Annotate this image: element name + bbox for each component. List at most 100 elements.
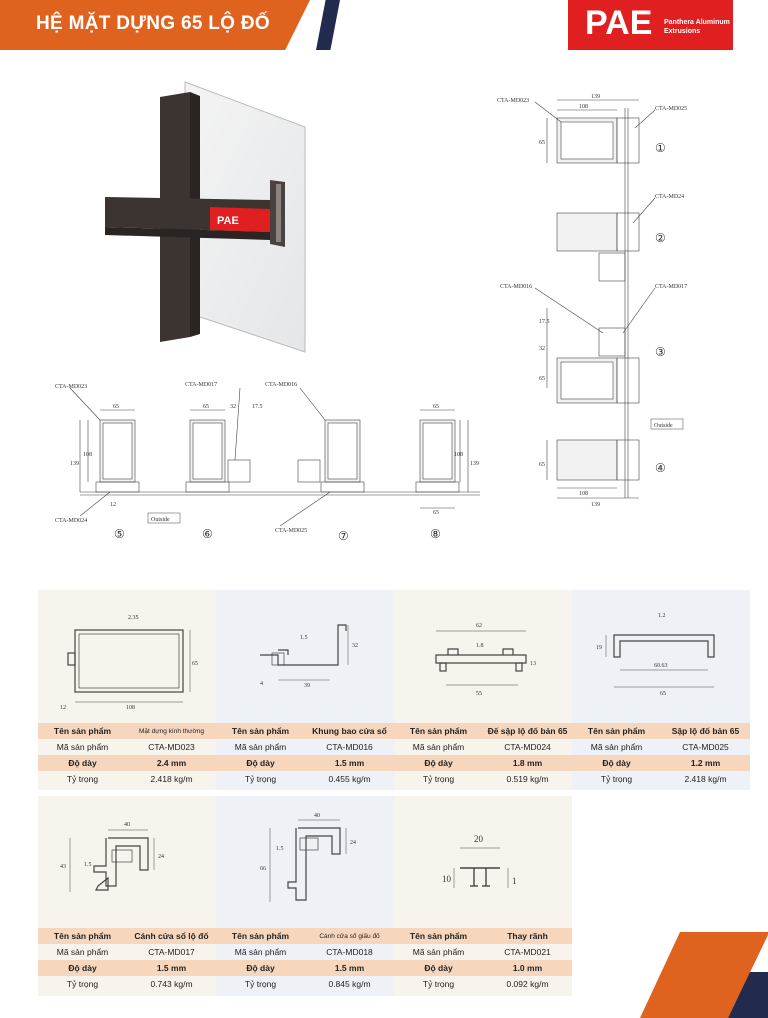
dimension-label: 17.5 xyxy=(539,319,550,325)
dimension-label: 32 xyxy=(539,346,545,352)
header-stripe xyxy=(316,0,340,50)
dimension-label: 65 xyxy=(660,691,666,697)
profile-render-image: PAE xyxy=(105,81,306,353)
dimension-label: 65 xyxy=(113,404,119,410)
dimension-label: 4 xyxy=(260,681,263,687)
section-number: ⑥ xyxy=(202,527,213,541)
dimension-label: 43 xyxy=(60,864,66,870)
profile-drawing-md017: 40 1.5 24 43 xyxy=(60,822,164,892)
dimension-label: 13 xyxy=(530,661,536,667)
dimension-label: 40 xyxy=(124,822,130,828)
dimension-label: 65 xyxy=(203,404,209,410)
logo-mark: PAE xyxy=(585,4,653,42)
section-number: ⑧ xyxy=(430,527,441,541)
dimension-label: 62 xyxy=(476,623,482,629)
callout-label: CTA-MD017 xyxy=(655,284,687,290)
dimension-label: 139 xyxy=(470,461,479,467)
page-title: HỆ MẶT DỰNG 65 LỘ ĐỐ xyxy=(36,13,270,34)
dimension-label: 108 xyxy=(454,452,463,458)
dimension-label: 108 xyxy=(579,491,588,497)
section-number: ③ xyxy=(655,345,666,359)
callout-label: CTA-MD025 xyxy=(655,106,687,112)
outside-label: Outside xyxy=(654,423,673,429)
logo-subtitle: Panthera Aluminum Extrusions xyxy=(664,19,730,35)
section-number: ⑦ xyxy=(338,529,349,543)
dimension-label: 139 xyxy=(70,461,79,467)
dimension-label: 65 xyxy=(539,140,545,146)
dimension-label: 12 xyxy=(60,705,66,711)
dimension-label: 32 xyxy=(230,404,236,410)
dimension-label: 10 xyxy=(442,874,452,884)
dimension-label: 108 xyxy=(579,104,588,110)
dimension-label: 1.5 xyxy=(276,846,284,852)
dimension-label: 32 xyxy=(352,643,358,649)
callout-label: CTA-MD016 xyxy=(265,382,297,388)
dimension-label: 24 xyxy=(158,854,164,860)
horizontal-section-drawing: CTA-MD023 CTA-MD017 CTA-MD016 CTA-MD024 … xyxy=(55,382,480,543)
outside-label: Outside xyxy=(151,517,170,523)
dimension-label: 139 xyxy=(591,502,600,508)
dimension-label: 108 xyxy=(126,705,135,711)
profile-drawing-md016: 1.5 32 4 39 xyxy=(260,624,358,689)
dimension-label: 1.5 xyxy=(300,635,308,641)
callout-label: CTA-MD025 xyxy=(275,528,307,534)
dimension-label: 1 xyxy=(512,876,517,886)
dimension-label: 40 xyxy=(314,813,320,819)
dimension-label: 65 xyxy=(539,462,545,468)
profile-drawing-md021: 20 10 1 xyxy=(442,834,517,888)
dimension-label: 1.2 xyxy=(658,613,666,619)
section-number: ① xyxy=(655,141,666,155)
dimension-label: 1.5 xyxy=(84,862,92,868)
dimension-label: 139 xyxy=(591,94,600,100)
dimension-label: 108 xyxy=(83,452,92,458)
dimension-label: 65 xyxy=(539,376,545,382)
dimension-label: 39 xyxy=(304,683,310,689)
dimension-label: 24 xyxy=(350,840,356,846)
callout-label: CTA-MD024 xyxy=(55,518,87,524)
vertical-section-drawing: CTA-MD023 CTA-MD025 CTA-MD24 CTA-MD016 C… xyxy=(497,94,687,508)
photo-brand-label: PAE xyxy=(217,215,239,227)
callout-label: CTA-MD016 xyxy=(500,284,532,290)
dimension-label: 20 xyxy=(474,834,484,844)
dimension-label: 12 xyxy=(110,502,116,508)
section-number: ⑤ xyxy=(114,527,125,541)
dimension-label: 65 xyxy=(433,510,439,516)
callout-label: CTA-MD017 xyxy=(185,382,217,388)
dimension-label: 55 xyxy=(476,691,482,697)
dimension-label: 66 xyxy=(260,866,266,872)
callout-label: CTA-MD023 xyxy=(55,384,87,390)
section-number: ④ xyxy=(655,461,666,475)
profile-drawing-md018: 40 1.5 24 66 xyxy=(260,813,356,902)
callout-label: CTA-MD24 xyxy=(655,194,684,200)
